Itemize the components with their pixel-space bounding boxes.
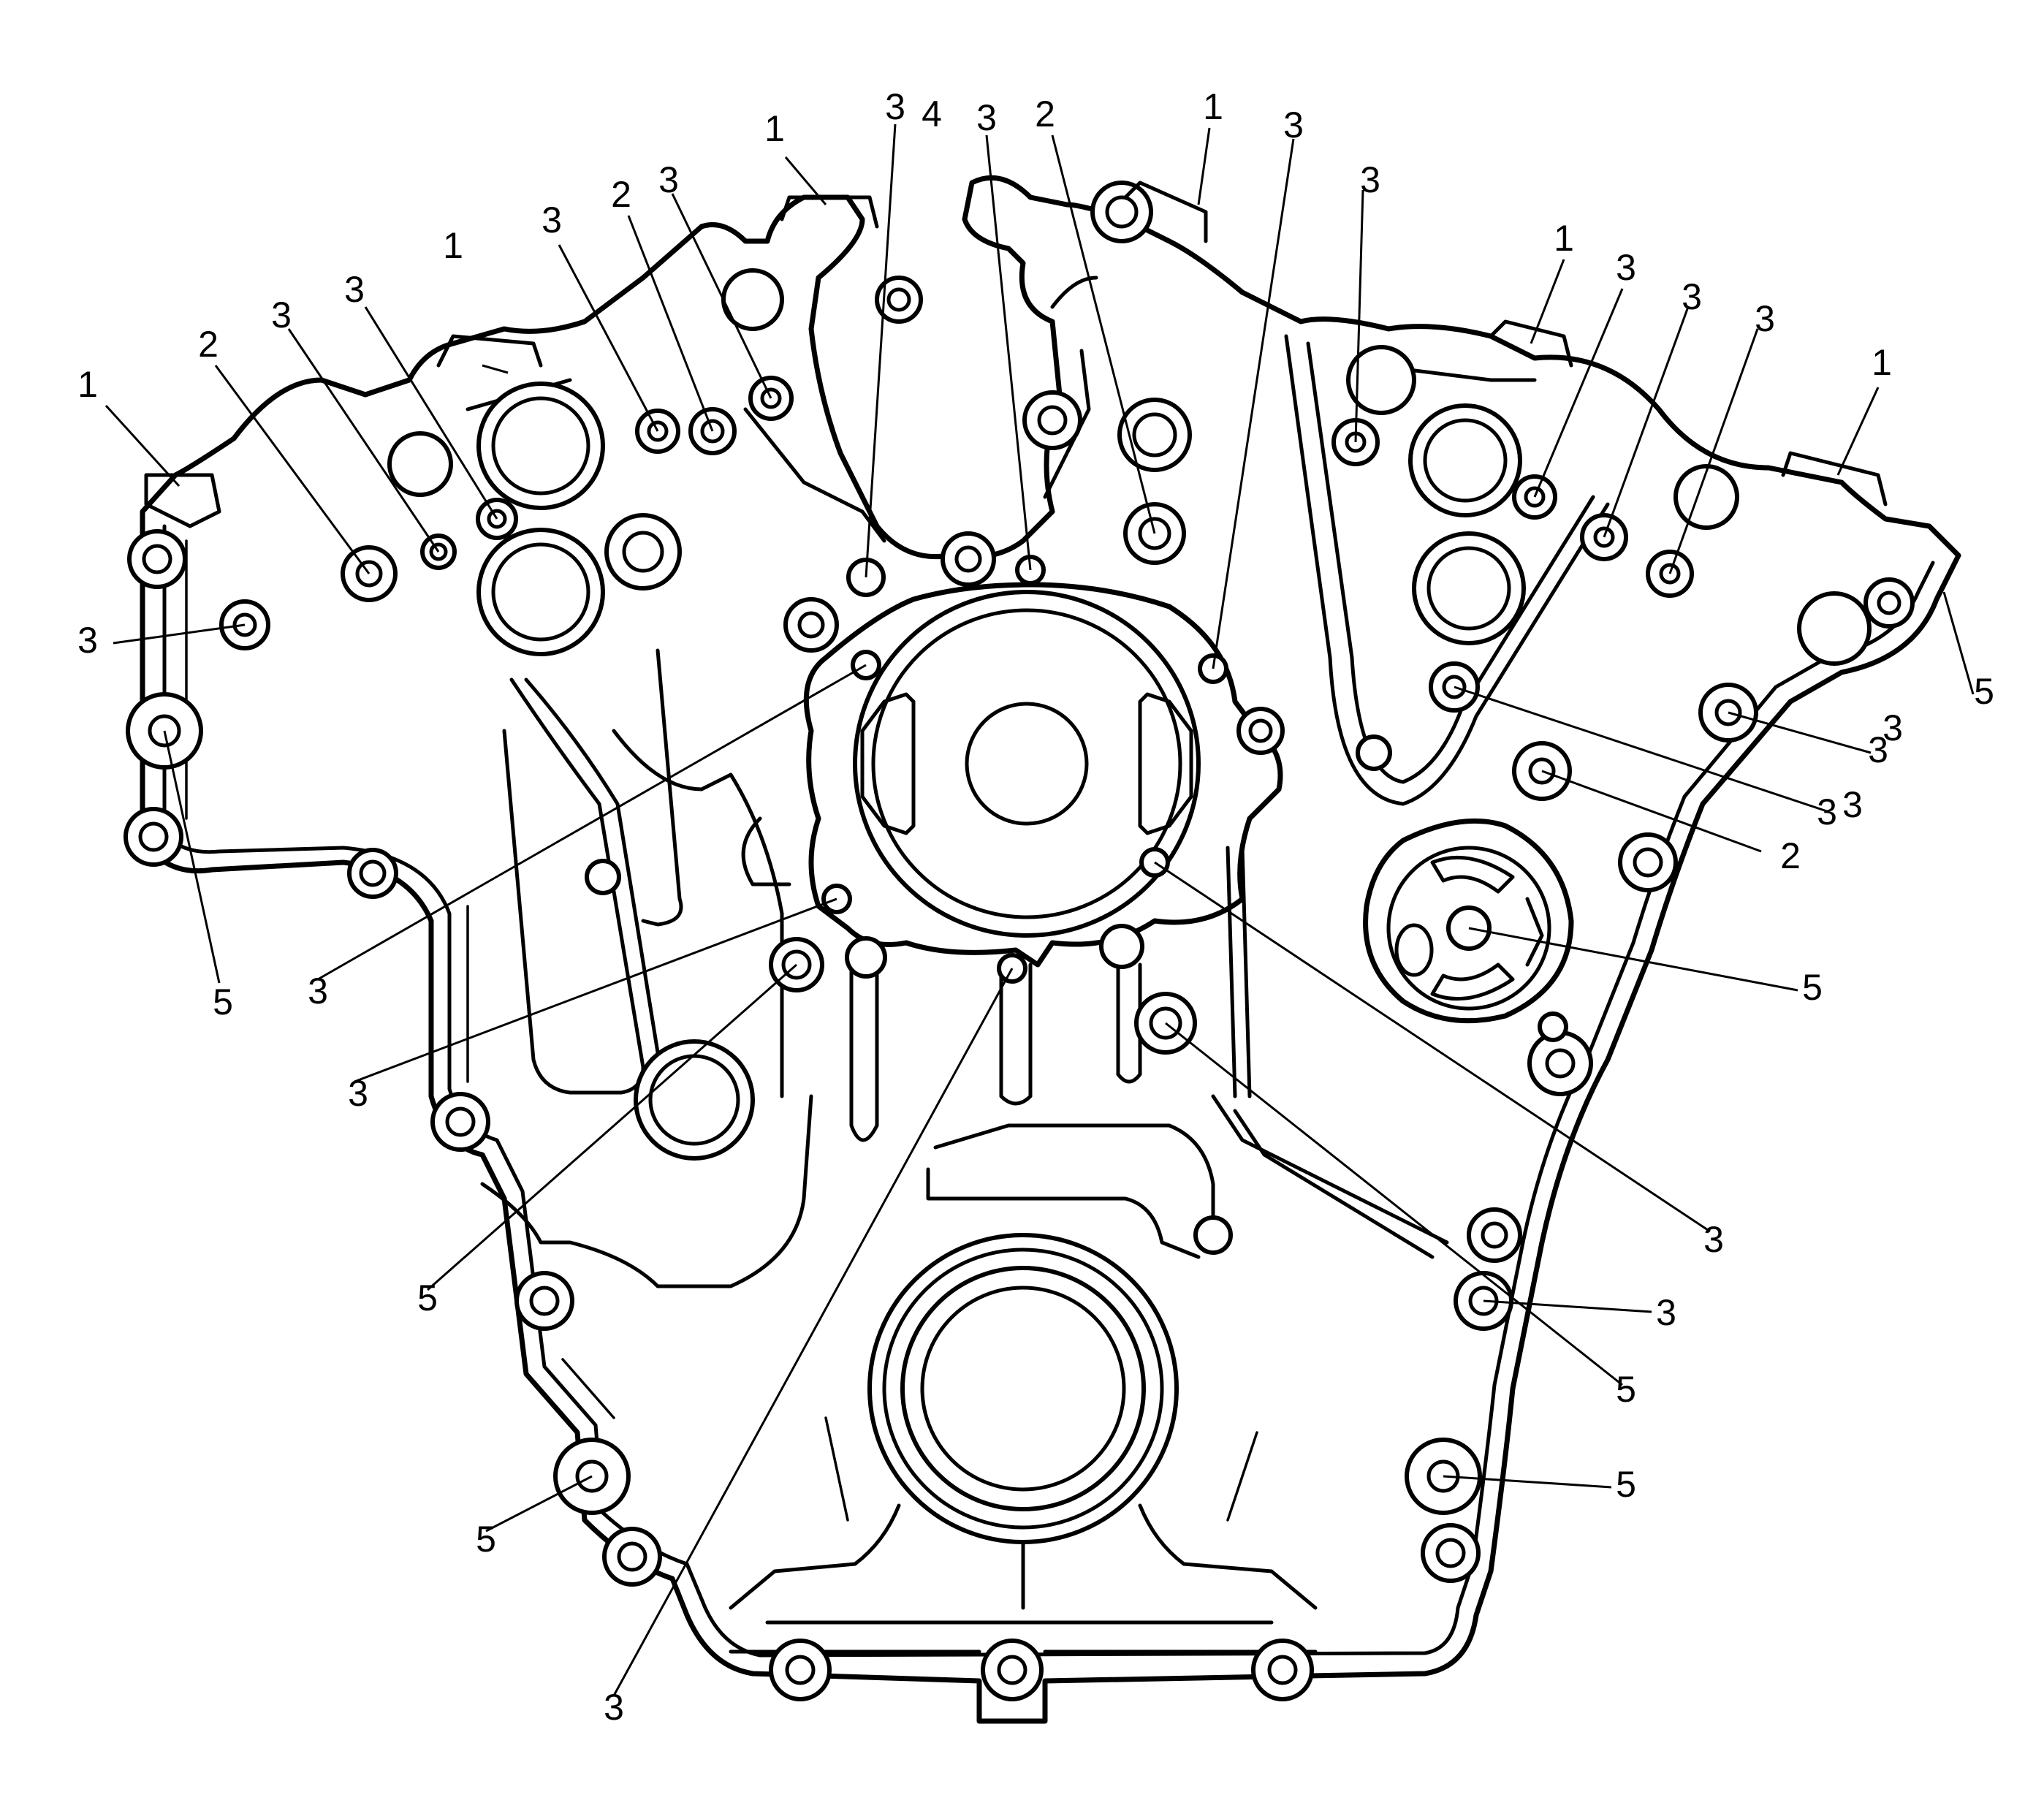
left-cam-bores	[387, 268, 784, 656]
bolt-boss	[1193, 1215, 1233, 1255]
bolt-boss	[1618, 832, 1678, 892]
bolt-boss	[845, 936, 887, 979]
callout-5: 5	[1616, 1464, 1636, 1505]
callout-3: 3	[658, 159, 679, 200]
callout-5: 5	[1974, 671, 1994, 712]
callout-1: 1	[77, 364, 98, 405]
bolt-boss	[1251, 1639, 1314, 1701]
callout-1: 1	[1872, 342, 1892, 383]
callout-3: 3	[1868, 729, 1888, 770]
bolt-boss	[783, 597, 839, 653]
callout-3: 3	[77, 620, 98, 661]
callout-5: 5	[1616, 1369, 1636, 1410]
callout-3: 3	[1755, 298, 1775, 339]
bolt-boss	[1527, 1030, 1593, 1096]
bolt-boss	[1236, 707, 1285, 755]
bolt-bosses	[124, 181, 1915, 1701]
bolt-boss	[1356, 734, 1392, 771]
callout-3: 3	[308, 971, 328, 1011]
lower-left-boss	[634, 1039, 755, 1161]
callout-3: 3	[604, 1687, 624, 1728]
callout-3: 3	[348, 1073, 368, 1114]
large-bores	[387, 268, 1872, 1544]
callout-5: 5	[417, 1277, 438, 1318]
bolt-boss	[941, 531, 996, 587]
callout-2: 2	[198, 324, 219, 365]
callout-3: 3	[1817, 791, 1837, 832]
callout-3: 3	[976, 97, 997, 138]
bolt-boss	[1090, 181, 1153, 243]
crankshaft-seal-bore	[867, 1233, 1179, 1544]
gasket-sections	[144, 181, 1888, 528]
callout-5: 5	[213, 982, 233, 1022]
callout-5: 5	[1802, 967, 1823, 1008]
callout-5: 5	[476, 1519, 496, 1560]
callout-3: 3	[271, 295, 292, 335]
callout-3: 3	[1656, 1292, 1676, 1333]
bolt-boss	[1421, 1523, 1481, 1583]
callout-1: 1	[1203, 86, 1223, 127]
bolt-boss	[602, 1527, 662, 1587]
callout-4: 4	[922, 94, 942, 134]
callout-3: 3	[1882, 707, 1903, 748]
bolt-boss	[981, 1639, 1044, 1701]
callout-3: 3	[1842, 784, 1863, 825]
callout-3: 3	[1360, 159, 1380, 200]
callout-3: 3	[344, 269, 365, 310]
bolt-boss	[127, 529, 187, 589]
bolt-boss	[1467, 1207, 1522, 1263]
bolt-boss	[514, 1271, 574, 1331]
callout-2: 2	[611, 174, 631, 215]
callout-3: 3	[1283, 105, 1304, 145]
callout-2: 2	[1780, 835, 1801, 876]
leader-lines	[105, 124, 1975, 1696]
bolt-boss	[430, 1092, 490, 1152]
bolt-boss	[347, 848, 398, 899]
bolt-boss	[1022, 390, 1082, 450]
bolt-boss	[585, 859, 621, 895]
bolt-boss	[875, 276, 923, 324]
bolt-boss	[124, 807, 183, 867]
bolt-boss	[1538, 1011, 1568, 1042]
callout-3: 3	[885, 86, 905, 127]
callout-3: 3	[1616, 247, 1636, 288]
callout-3: 3	[542, 200, 562, 240]
oil-pump-housing	[1363, 818, 1574, 1024]
callout-3: 3	[1682, 276, 1702, 317]
bolt-boss	[1863, 577, 1915, 629]
bolt-boss	[1099, 924, 1144, 969]
callout-1: 1	[764, 108, 785, 149]
callout-3: 3	[1703, 1219, 1724, 1260]
cover-ribs	[466, 276, 1610, 1654]
callout-1: 1	[1554, 218, 1574, 259]
water-pump-bore	[803, 582, 1283, 968]
right-cam-bores	[1117, 345, 1872, 666]
callout-2: 2	[1035, 94, 1055, 134]
bolt-boss	[769, 1639, 832, 1701]
callout-labels: 1 1 1 1 1 1 2 2 2 2 3 3 3 3 3 3 3 3 3 3 …	[77, 86, 1994, 1728]
callout-1: 1	[443, 225, 463, 266]
